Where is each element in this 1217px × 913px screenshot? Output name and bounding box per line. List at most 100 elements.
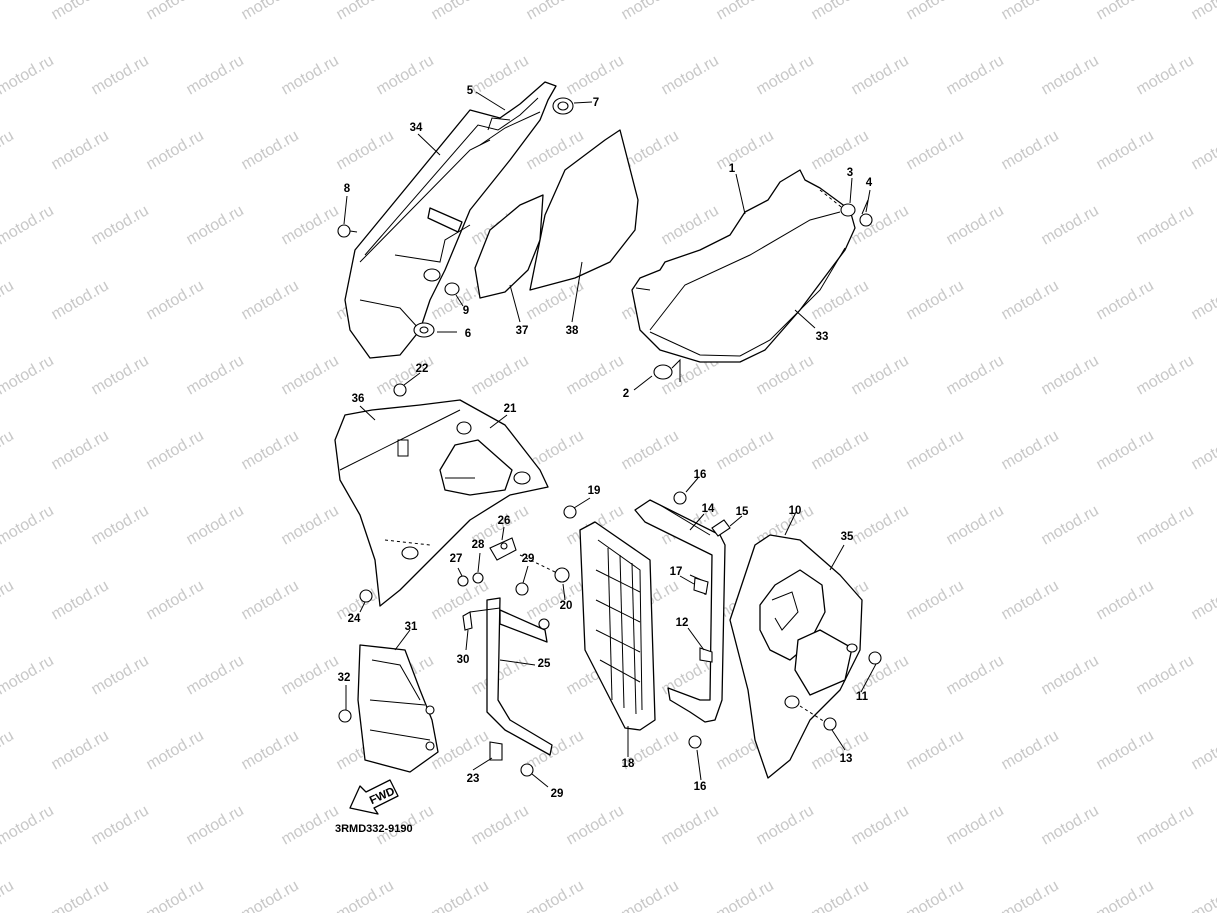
watermark-text: motod.ru	[619, 877, 682, 913]
watermark-text: motod.ru	[1189, 127, 1217, 173]
watermark-text: motod.ru	[239, 577, 302, 623]
callout-9: 9	[463, 305, 469, 317]
watermark-text: motod.ru	[429, 0, 492, 23]
watermark-text: motod.ru	[619, 427, 682, 473]
watermark-text: motod.ru	[904, 277, 967, 323]
callout-29a: 29	[522, 553, 535, 565]
watermark-text: motod.ru	[184, 502, 247, 548]
diagram-code: 3RMD332-9190	[335, 823, 413, 835]
watermark-text: motod.ru	[999, 877, 1062, 913]
watermark-text: motod.ru	[184, 52, 247, 98]
watermark-text: motod.ru	[944, 352, 1007, 398]
callout-16a: 16	[694, 469, 707, 481]
watermark-text: motod.ru	[374, 52, 437, 98]
watermark-text: motod.ru	[1134, 352, 1197, 398]
callout-25: 25	[538, 658, 551, 670]
watermark-text: motod.ru	[144, 577, 207, 623]
watermark-text: motod.ru	[524, 577, 587, 623]
watermark-text: motod.ru	[714, 877, 777, 913]
watermark-text: motod.ru	[754, 802, 817, 848]
bolt-11	[868, 651, 882, 665]
watermark-text: motod.ru	[1189, 0, 1217, 23]
watermark-text: motod.ru	[279, 652, 342, 698]
watermark-text: motod.ru	[1134, 202, 1197, 248]
watermark-text: motod.ru	[714, 127, 777, 173]
callout-19: 19	[588, 485, 601, 497]
watermark-text: motod.ru	[144, 877, 207, 913]
watermark-text: motod.ru	[904, 127, 967, 173]
watermark-text: motod.ru	[1039, 652, 1102, 698]
watermark-text: motod.ru	[1189, 877, 1217, 913]
watermark-text: motod.ru	[279, 52, 342, 98]
callout-8: 8	[344, 183, 351, 195]
watermark-text: motod.ru	[184, 802, 247, 848]
callout-36: 36	[352, 393, 365, 405]
watermark-text: motod.ru	[334, 877, 397, 913]
watermark-text: motod.ru	[49, 727, 112, 773]
watermark-text: motod.ru	[429, 877, 492, 913]
watermark-text: motod.ru	[144, 0, 207, 23]
watermark-text: motod.ru	[809, 127, 872, 173]
watermark-text: motod.ru	[944, 502, 1007, 548]
watermark-text: motod.ru	[0, 0, 17, 23]
watermark-text: motod.ru	[89, 352, 152, 398]
callout-2: 2	[623, 388, 629, 400]
grommet-2	[653, 358, 681, 382]
grommet-6	[413, 322, 435, 338]
watermark-text: motod.ru	[1134, 52, 1197, 98]
watermark-text: motod.ru	[754, 52, 817, 98]
bolt-13	[799, 705, 837, 731]
watermark-text: motod.ru	[1094, 877, 1157, 913]
watermark-text: motod.ru	[849, 202, 912, 248]
watermark-text: motod.ru	[0, 577, 17, 623]
watermark-text: motod.ru	[239, 877, 302, 913]
watermark-text: motod.ru	[1039, 802, 1102, 848]
bolt-4	[859, 199, 873, 227]
watermark-text: motod.ru	[0, 877, 17, 913]
bolt-29-top	[515, 582, 529, 596]
watermark-text: motod.ru	[49, 0, 112, 23]
watermark-text: motod.ru	[1189, 277, 1217, 323]
radiator-scoop-right	[729, 534, 863, 779]
watermark-text: motod.ru	[904, 877, 967, 913]
watermark-text: motod.ru	[1039, 52, 1102, 98]
watermark-text: motod.ru	[849, 502, 912, 548]
radiator-guard	[579, 521, 656, 731]
callout-6: 6	[465, 328, 471, 340]
watermark-text: motod.ru	[944, 802, 1007, 848]
watermark-text: motod.ru	[809, 0, 872, 23]
watermark-text: motod.ru	[279, 502, 342, 548]
watermark-text: motod.ru	[0, 277, 17, 323]
watermark-text: motod.ru	[809, 727, 872, 773]
watermark-text: motod.ru	[714, 427, 777, 473]
watermark-text: motod.ru	[89, 652, 152, 698]
callout-11: 11	[856, 691, 869, 703]
callout-24: 24	[348, 613, 361, 625]
watermark-text: motod.ru	[564, 352, 627, 398]
watermark-text: motod.ru	[809, 427, 872, 473]
watermark-text: motod.ru	[659, 802, 722, 848]
callout-13: 13	[840, 753, 853, 765]
watermark-text: motod.ru	[659, 202, 722, 248]
watermark-text: motod.ru	[809, 877, 872, 913]
watermark-text: motod.ru	[144, 727, 207, 773]
watermark-text: motod.ru	[239, 0, 302, 23]
watermark-text: motod.ru	[619, 0, 682, 23]
watermark-text: motod.ru	[0, 652, 57, 698]
callout-15: 15	[736, 506, 749, 518]
watermark-text: motod.ru	[89, 52, 152, 98]
watermark-text: motod.ru	[239, 127, 302, 173]
watermark-text: motod.ru	[279, 352, 342, 398]
watermark-text: motod.ru	[89, 202, 152, 248]
callout-27: 27	[450, 553, 463, 565]
watermark-text: motod.ru	[944, 202, 1007, 248]
watermark-text: motod.ru	[49, 277, 112, 323]
watermark-text: motod.ru	[564, 802, 627, 848]
watermark-text: motod.ru	[1189, 727, 1217, 773]
callout-22: 22	[416, 363, 429, 375]
watermark-text: motod.ru	[714, 0, 777, 23]
watermark-text: motod.ru	[279, 202, 342, 248]
watermark-text: motod.ru	[1094, 727, 1157, 773]
